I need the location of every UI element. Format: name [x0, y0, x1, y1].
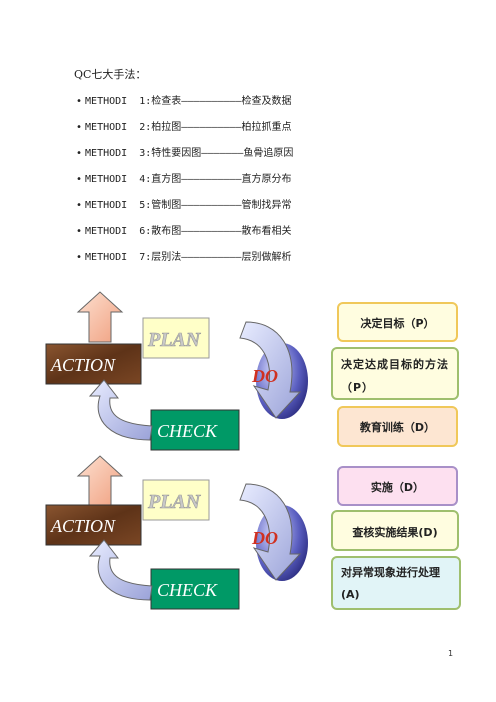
step-box-training: 教育训练（D） — [337, 406, 458, 447]
method-text: METHODI 2:柏拉图——————————柏拉抓重点 — [85, 122, 292, 133]
do-curve-arrow-icon — [239, 321, 302, 419]
bullet: • — [76, 96, 83, 107]
list-item: •METHODI 4:直方图——————————直方原分布 — [76, 170, 293, 196]
check-box — [150, 568, 240, 610]
action-label: ACTION — [50, 355, 116, 375]
do-label: DO — [251, 366, 278, 386]
method-list: •METHODI 1:检查表——————————检查及数据 •METHODI 2… — [76, 92, 293, 274]
check-label: CHECK — [157, 580, 218, 600]
do-curve-arrow-icon — [239, 483, 302, 581]
page-title: QC七大手法： — [74, 68, 147, 81]
bullet: • — [76, 252, 83, 263]
page-number: 1 — [448, 649, 454, 658]
bullet: • — [76, 174, 83, 185]
method-text: METHODI 7:层别法——————————层别做解析 — [85, 252, 292, 263]
step-box-implement: 实施（D） — [337, 466, 458, 506]
bullet: • — [76, 122, 83, 133]
plan-label: PLAN — [147, 329, 202, 351]
check-label: CHECK — [157, 421, 218, 441]
return-arrow-icon — [88, 539, 153, 601]
action-label: ACTION — [50, 516, 116, 536]
return-arrow-icon — [88, 379, 153, 441]
step-box-check-results: 查核实施结果(D) — [331, 510, 459, 551]
step-box-handle-anomaly: 对异常现象进行处理(A) — [331, 556, 461, 610]
step-box-set-goal: 决定目标（P） — [337, 302, 458, 342]
method-text: METHODI 6:散布图——————————散布看相关 — [85, 226, 292, 237]
action-box — [45, 504, 142, 546]
do-label: DO — [251, 528, 278, 548]
list-item: •METHODI 7:层别法——————————层别做解析 — [76, 248, 293, 274]
step-box-set-method: 决定达成目标的方法（P） — [331, 347, 459, 400]
bullet: • — [76, 148, 83, 159]
list-item: •METHODI 1:检查表——————————检查及数据 — [76, 92, 293, 118]
method-text: METHODI 5:管制图——————————管制找异常 — [85, 200, 292, 211]
up-arrow-icon — [76, 291, 124, 343]
list-item: •METHODI 6:散布图——————————散布看相关 — [76, 222, 293, 248]
list-item: •METHODI 2:柏拉图——————————柏拉抓重点 — [76, 118, 293, 144]
pdca-cycle-lower: PLAN ACTION DO CHECK — [45, 455, 308, 610]
plan-box — [142, 317, 210, 359]
plan-box — [142, 479, 210, 521]
list-item: •METHODI 3:特性要因图———————鱼骨追原因 — [76, 144, 293, 170]
bullet: • — [76, 226, 83, 237]
method-text: METHODI 1:检查表——————————检查及数据 — [85, 96, 292, 107]
bullet: • — [76, 200, 83, 211]
pdca-cycle-upper: PLAN ACTION DO CHECK — [45, 291, 308, 451]
plan-label: PLAN — [147, 491, 202, 513]
list-item: •METHODI 5:管制图——————————管制找异常 — [76, 196, 293, 222]
up-arrow-icon — [76, 455, 124, 507]
method-text: METHODI 4:直方图——————————直方原分布 — [85, 174, 292, 185]
method-text: METHODI 3:特性要因图———————鱼骨追原因 — [85, 148, 294, 159]
action-box — [45, 343, 142, 385]
